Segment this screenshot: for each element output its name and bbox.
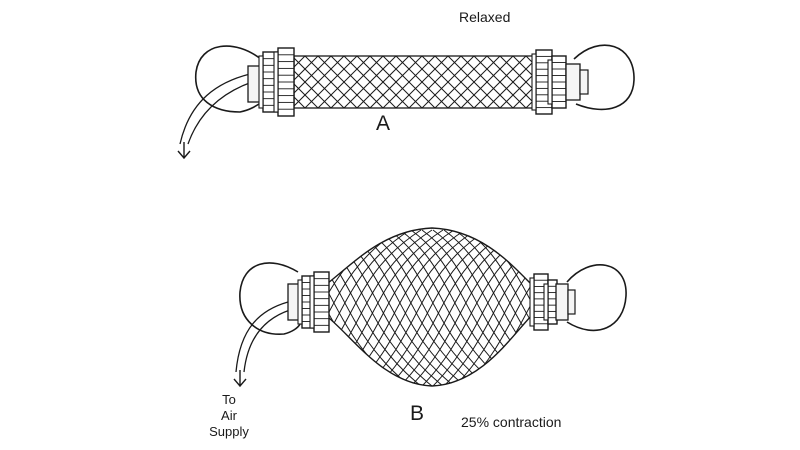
muscle-a-label: A bbox=[376, 112, 391, 135]
left-bladder-b bbox=[239, 262, 301, 335]
relaxed-muscle bbox=[177, 44, 635, 160]
left-bladder-a bbox=[195, 45, 263, 113]
contraction-label: 25% contraction bbox=[461, 414, 562, 430]
contracted-muscle bbox=[233, 227, 627, 388]
muscle-b-label: B bbox=[410, 402, 425, 425]
hose-clamp bbox=[309, 271, 330, 333]
air-supply-label: To Air Supply bbox=[207, 392, 251, 440]
air-tube-b bbox=[235, 301, 289, 373]
right-bladder-a bbox=[573, 44, 635, 111]
air-arrow-a-icon bbox=[177, 142, 191, 160]
braided-sleeve-b bbox=[323, 229, 534, 386]
air-tube-a bbox=[179, 73, 251, 145]
hose-clamp bbox=[543, 279, 558, 325]
air-supply-label-line-1: To bbox=[222, 392, 236, 407]
hose-clamp bbox=[273, 47, 295, 117]
air-supply-label-line-2: Air bbox=[221, 408, 237, 423]
end-plug-b bbox=[555, 283, 569, 321]
air-arrow-b-icon bbox=[233, 370, 247, 388]
braided-sleeve-a bbox=[294, 56, 536, 108]
relaxed-label: Relaxed bbox=[459, 9, 511, 25]
right-bladder-b bbox=[566, 264, 627, 332]
hose-clamp bbox=[547, 55, 567, 109]
air-supply-label-line-3: Supply bbox=[209, 424, 249, 439]
end-plug-a bbox=[565, 63, 581, 101]
